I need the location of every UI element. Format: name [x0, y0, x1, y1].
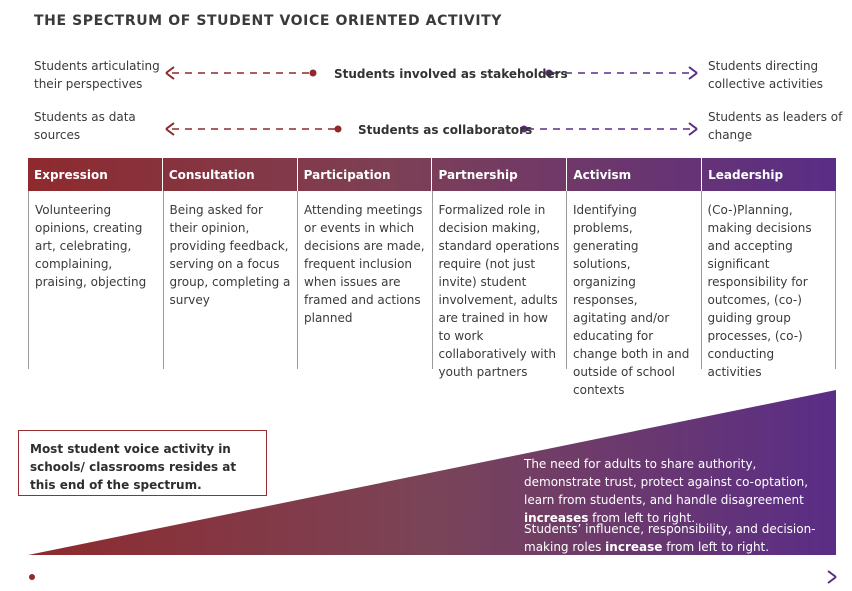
- column-header-expression: Expression: [34, 168, 108, 182]
- bottom-spectrum-arrow: [29, 570, 837, 584]
- row1-left-arrow: [165, 66, 317, 80]
- page-title: THE SPECTRUM OF STUDENT VOICE ORIENTED A…: [34, 13, 503, 29]
- column-body-consultation: Being asked for their opinion, providing…: [162, 191, 298, 369]
- triangle-p2-text: Students’ influence, responsibility, and…: [524, 522, 816, 554]
- row2-left-arrow: [165, 122, 342, 136]
- row1-right-text: Students directing collective activities: [708, 59, 824, 91]
- triangle-p1-text: The need for adults to share authority, …: [524, 457, 809, 507]
- column-body-partnership: Formalized role in decision making, stan…: [431, 191, 567, 379]
- row1-right-arrow: [545, 66, 698, 80]
- note-box: Most student voice activity in schools/ …: [18, 430, 267, 496]
- spectrum-body-row: Volunteering opinions, creating art, cel…: [28, 191, 836, 397]
- column-header-partnership: Partnership: [431, 158, 566, 191]
- column-header-leadership: Leadership: [701, 158, 836, 191]
- row2-right-arrow: [520, 122, 698, 136]
- row1-left-text: Students articulating their perspectives: [34, 59, 160, 91]
- triangle-text-influence: Students’ influence, responsibility, and…: [524, 520, 834, 556]
- triangle-p1-end: from left to right.: [588, 511, 696, 525]
- triangle-p2-end: from left to right.: [662, 540, 770, 554]
- triangle-text-authority: The need for adults to share authority, …: [524, 455, 834, 527]
- spectrum-header-band: Expression Consultation Participation Pa…: [28, 158, 836, 191]
- increase-triangle: [28, 390, 836, 555]
- column-body-leadership: (Co-)Planning, making decisions and acce…: [700, 191, 836, 379]
- triangle-p2-bold: increase: [605, 540, 663, 554]
- row2-right-text: Students as leaders of change: [708, 110, 843, 142]
- triangle-p1-bold: increases: [524, 511, 589, 525]
- row2-left-text: Students as data sources: [34, 110, 136, 142]
- row1-middle-label: Students involved as stakeholders: [334, 67, 568, 81]
- column-body-expression: Volunteering opinions, creating art, cel…: [28, 191, 163, 369]
- row2-middle-label: Students as collaborators: [358, 123, 533, 137]
- column-header-participation: Participation: [296, 158, 432, 191]
- column-header-consultation: Consultation: [161, 158, 297, 191]
- column-body-activism: Identifying problems, generating solutio…: [566, 191, 701, 397]
- column-header-activism: Activism: [566, 158, 701, 191]
- column-body-participation: Attending meetings or events in which de…: [297, 191, 432, 369]
